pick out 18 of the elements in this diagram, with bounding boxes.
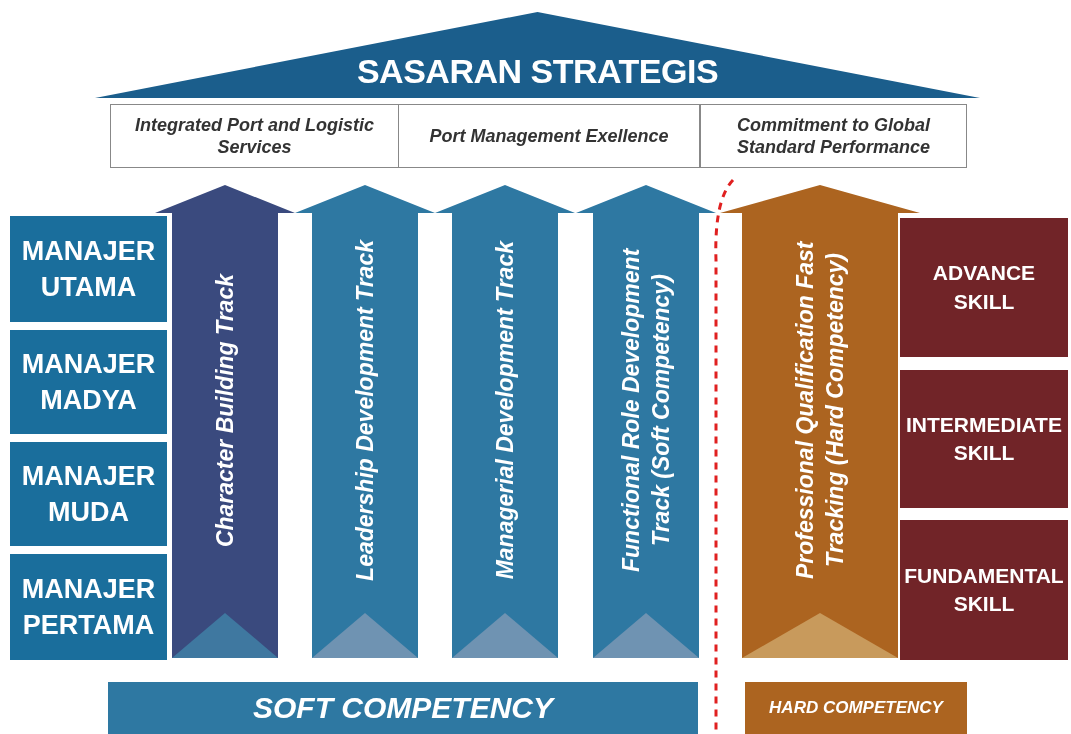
track-label: Managerial Development Track [491,241,519,580]
level-label: MANAJER UTAMA [20,234,157,304]
objective-text: Commitment to Global Standard Performance [735,114,932,158]
heading: SASARAN STRATEGIS [355,52,720,91]
bar-label: SOFT COMPETENCY [253,689,553,726]
track-label: Professional Qualification Fast Tracking (Hard Competency) [791,240,849,582]
skill-label: ADVANCE SKILL [931,260,1037,315]
track-label: Leadership Development Track [351,240,379,581]
level-label: MANAJER PERTAMA [20,572,157,642]
bar-label: HARD COMPETENCY [769,696,943,719]
level-label: MANAJER MADYA [20,347,157,417]
level-label: MANAJER MUDA [20,459,157,529]
skill-label: INTERMEDIATE SKILL [905,411,1063,466]
objective-text: Integrated Port and Logistic Services [134,114,375,158]
track-label: Functional Role Development Track (Soft Competency) [617,247,675,575]
skill-label: FUNDAMENTAL SKILL [903,562,1065,617]
track-label: Character Building Track [211,273,239,548]
objective-text: Port Management Exellence [429,125,669,147]
